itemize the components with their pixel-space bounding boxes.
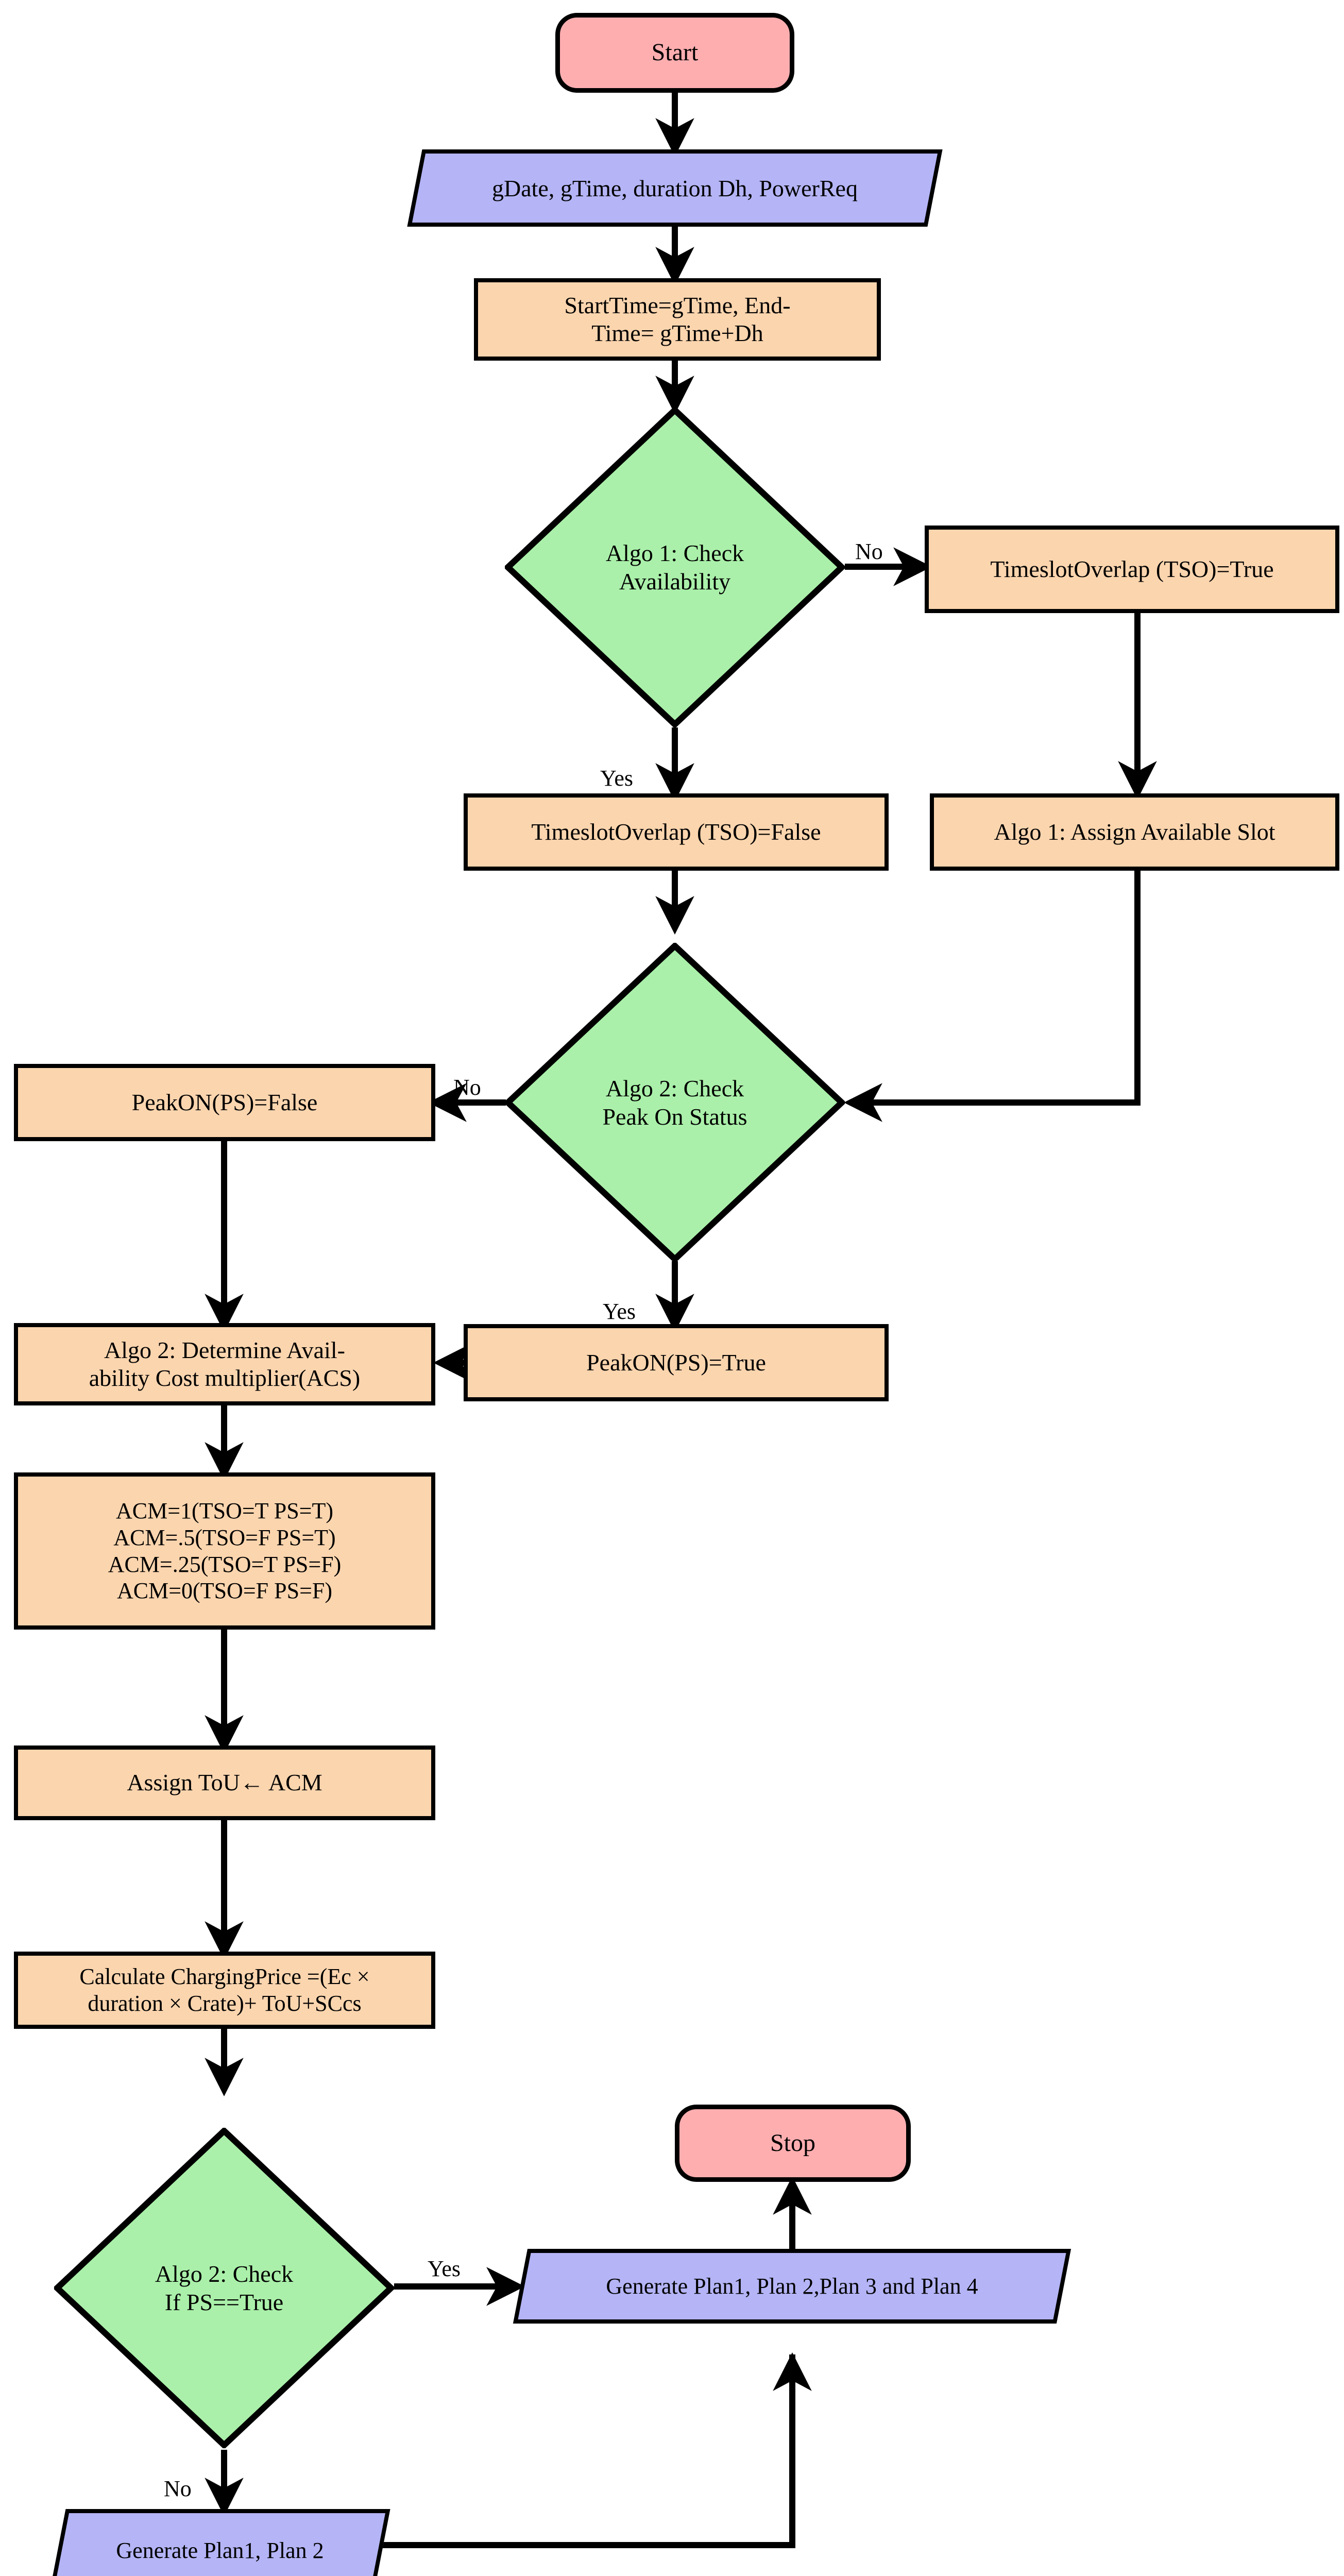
diamond-shape	[505, 943, 845, 1262]
diamond-shape	[505, 407, 845, 727]
node-inputs-label: gDate, gTime, duration Dh, PowerReq	[492, 175, 858, 201]
node-set-times-label: StartTime=gTime, End- Time= gTime+Dh	[564, 292, 791, 346]
node-assign-slot-label: Algo 1: Assign Available Slot	[994, 818, 1275, 845]
node-start[interactable]: Start	[555, 13, 794, 93]
node-assign-tou-label: Assign ToU← ACM	[127, 1769, 322, 1796]
edge-assignslot-checkpeak-path	[855, 871, 1141, 1106]
node-calc-price-label: Calculate ChargingPrice =(Ec × duration …	[79, 1964, 370, 2016]
node-gen-four-plans-label: Generate Plan1, Plan 2,Plan 3 and Plan 4	[606, 2274, 978, 2299]
node-check-ps-true-label: Algo 2: Check If PS==True	[155, 2260, 294, 2315]
node-acm-table[interactable]: ACM=1(TSO=T PS=T) ACM=.5(TSO=F PS=T) ACM…	[14, 1472, 435, 1630]
node-check-availability[interactable]: Algo 1: Check Availability	[505, 407, 845, 727]
node-determine-acs-label: Algo 2: Determine Avail- ability Cost mu…	[89, 1336, 361, 1391]
node-gen-two-plans-label: Generate Plan1, Plan 2	[116, 2537, 324, 2563]
node-inputs[interactable]: gDate, gTime, duration Dh, PowerReq	[407, 149, 943, 227]
edge-label-ps-no: No	[164, 2476, 192, 2501]
node-set-times[interactable]: StartTime=gTime, End- Time= gTime+Dh	[474, 278, 881, 361]
node-check-availability-label: Algo 1: Check Availability	[605, 539, 744, 595]
edge-label-ps-yes: Yes	[428, 2256, 461, 2281]
node-assign-slot[interactable]: Algo 1: Assign Available Slot	[930, 793, 1339, 871]
node-tso-true[interactable]: TimeslotOverlap (TSO)=True	[925, 526, 1339, 613]
node-acm-table-label: ACM=1(TSO=T PS=T) ACM=.5(TSO=F PS=T) ACM…	[108, 1498, 342, 1604]
node-tso-false-label: TimeslotOverlap (TSO)=False	[531, 818, 821, 845]
node-ps-true[interactable]: PeakON(PS)=True	[464, 1324, 889, 1401]
node-ps-false[interactable]: PeakON(PS)=False	[14, 1064, 435, 1141]
node-gen-two-plans[interactable]: Generate Plan1, Plan 2	[49, 2509, 390, 2576]
node-check-peak-label: Algo 2: Check Peak On Status	[602, 1075, 747, 1130]
edge-label-peak-no: No	[453, 1075, 481, 1100]
node-ps-false-label: PeakON(PS)=False	[131, 1089, 318, 1115]
node-check-ps-true[interactable]: Algo 2: Check If PS==True	[54, 2128, 394, 2448]
edge-label-availability-yes: Yes	[600, 766, 634, 791]
node-assign-tou[interactable]: Assign ToU← ACM	[14, 1745, 435, 1820]
node-calc-price[interactable]: Calculate ChargingPrice =(Ec × duration …	[14, 1952, 435, 2029]
node-tso-true-label: TimeslotOverlap (TSO)=True	[990, 555, 1274, 582]
node-check-peak[interactable]: Algo 2: Check Peak On Status	[505, 943, 845, 1262]
node-stop-label: Stop	[770, 2129, 816, 2157]
node-ps-true-label: PeakON(PS)=True	[586, 1349, 766, 1376]
node-gen-four-plans[interactable]: Generate Plan1, Plan 2,Plan 3 and Plan 4	[513, 2249, 1071, 2324]
node-stop[interactable]: Stop	[675, 2105, 911, 2182]
node-start-label: Start	[651, 39, 699, 66]
edge-label-availability-no: No	[855, 539, 883, 564]
node-determine-acs[interactable]: Algo 2: Determine Avail- ability Cost mu…	[14, 1323, 435, 1405]
node-tso-false[interactable]: TimeslotOverlap (TSO)=False	[464, 793, 889, 871]
edge-label-peak-yes: Yes	[603, 1299, 636, 1324]
